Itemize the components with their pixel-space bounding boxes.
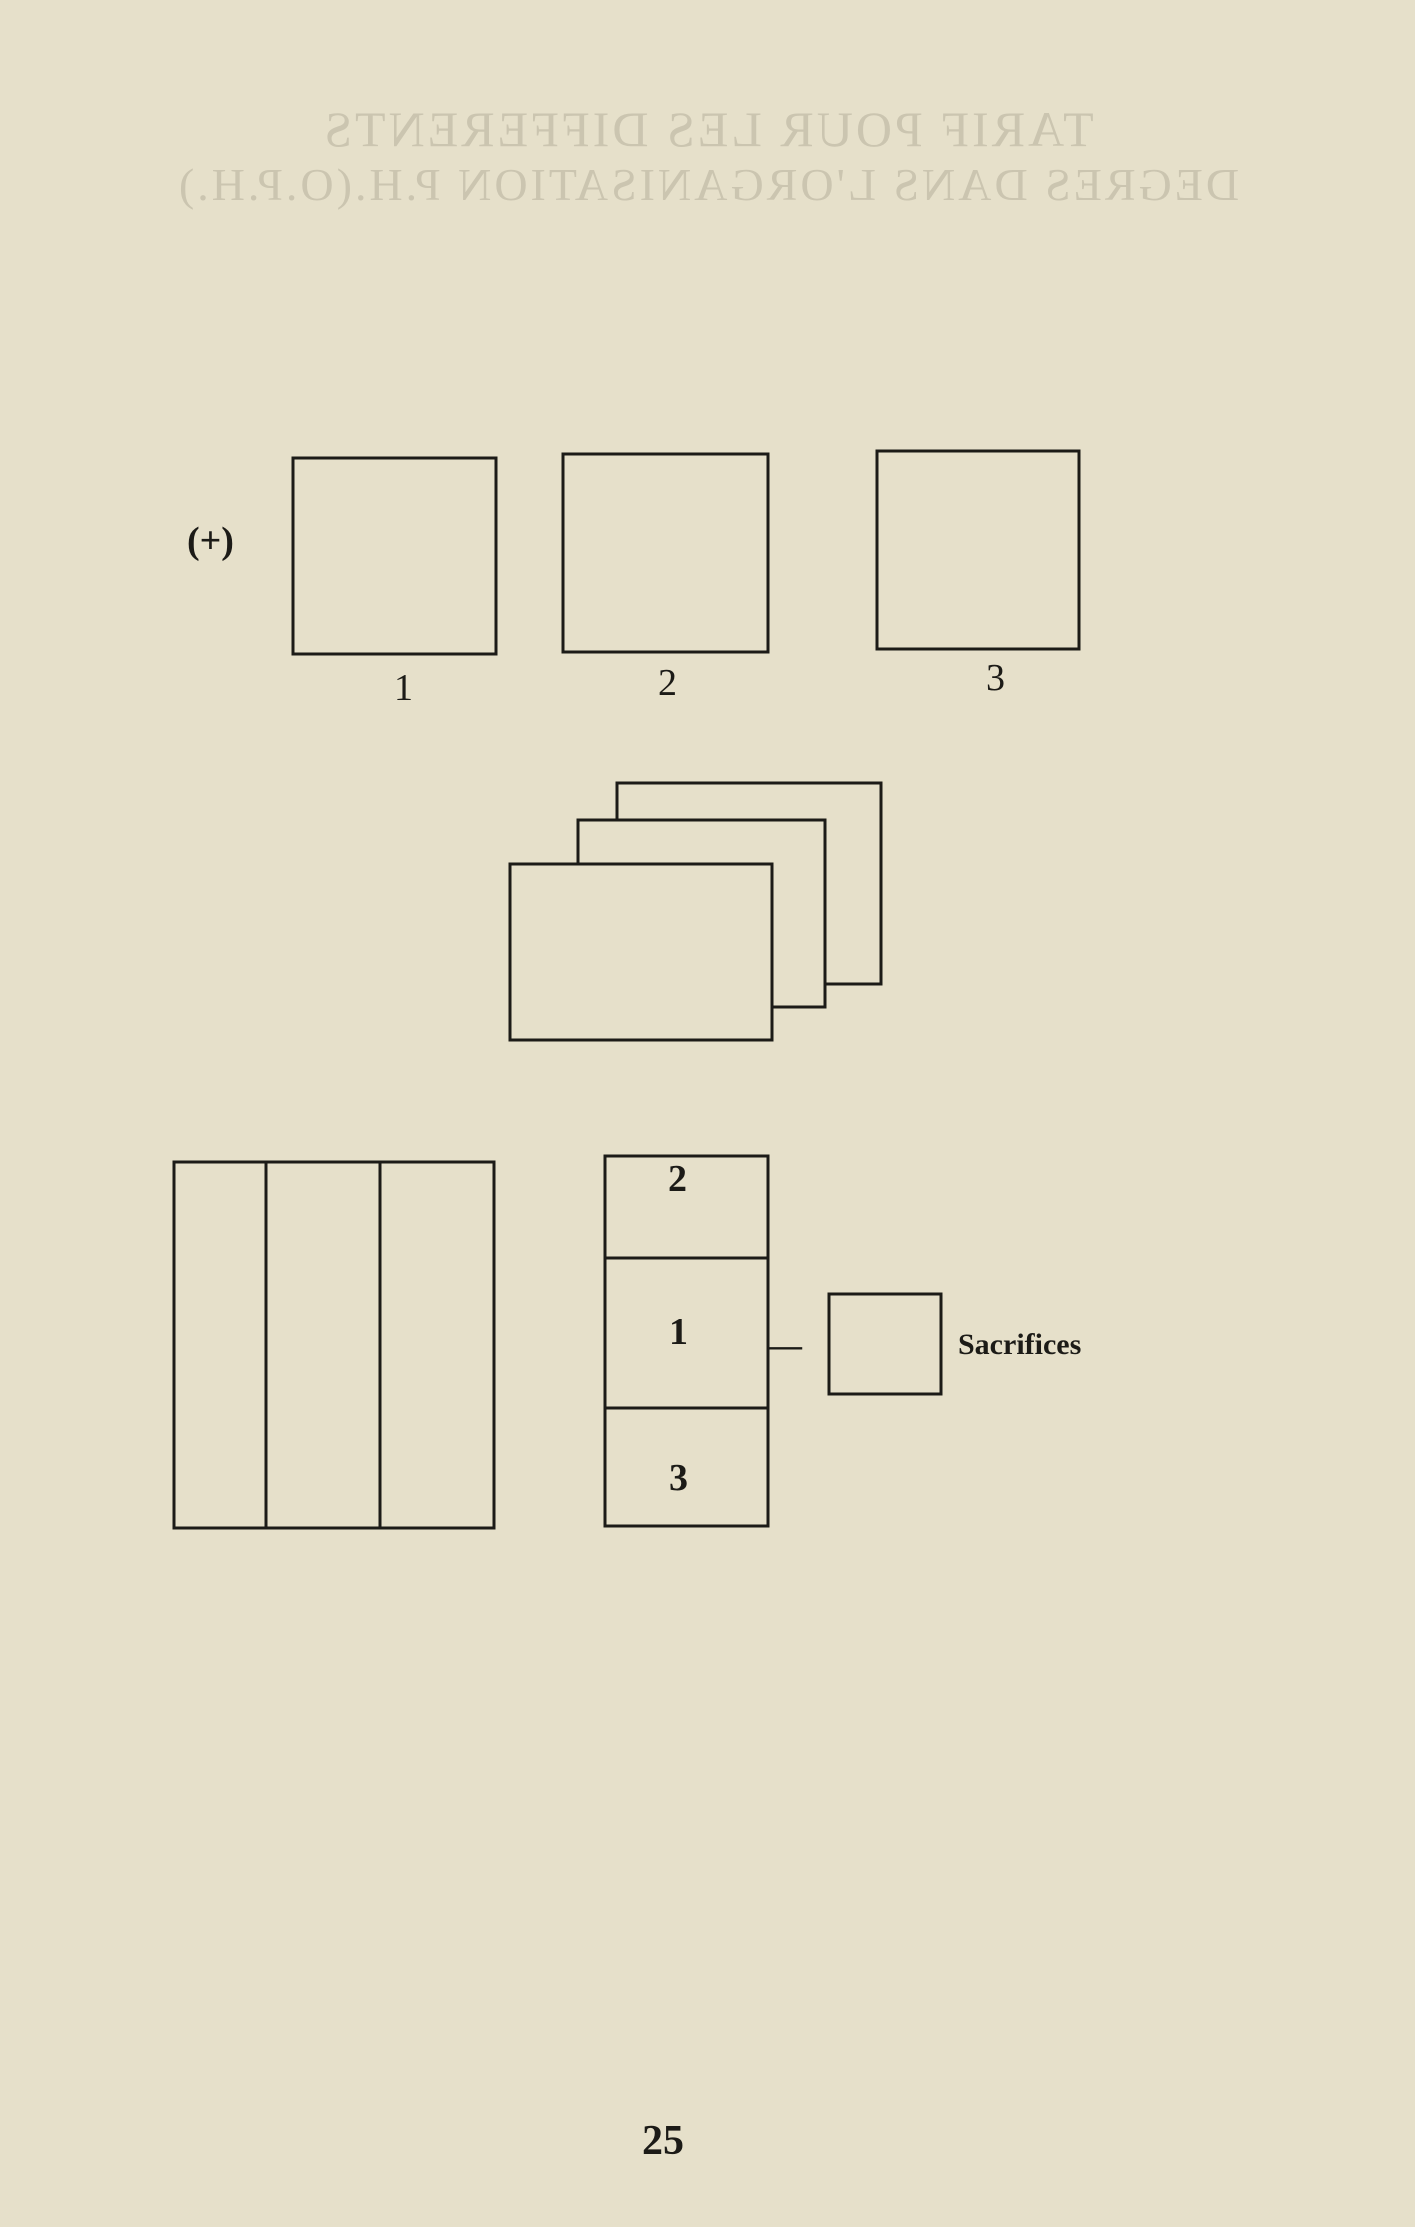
fig3-stack-box: [603, 1154, 770, 1528]
fig3-arrow: —: [768, 1327, 802, 1364]
fig3-stack-label-1: 1: [669, 1311, 688, 1353]
fig1-square-2: [561, 452, 770, 654]
fig1-square-1: [291, 456, 498, 656]
fig3-stack-label-2: 2: [668, 1158, 687, 1200]
fig2-rect-front: [508, 862, 774, 1042]
fig3-sacrifices-label: Sacrifices: [958, 1328, 1082, 1361]
fig3-sacrifices-box: [827, 1292, 943, 1396]
fig1-plus-sign: (+): [187, 520, 234, 562]
fig3-stack-label-3: 3: [669, 1457, 688, 1499]
fig1-square-3: [875, 449, 1081, 651]
page-number: 25: [642, 2118, 684, 2164]
fig3-column-box: [172, 1160, 496, 1530]
fig1-label-3: 3: [986, 657, 1005, 699]
fig1-label-1: 1: [394, 667, 413, 709]
fig1-label-2: 2: [658, 662, 677, 704]
